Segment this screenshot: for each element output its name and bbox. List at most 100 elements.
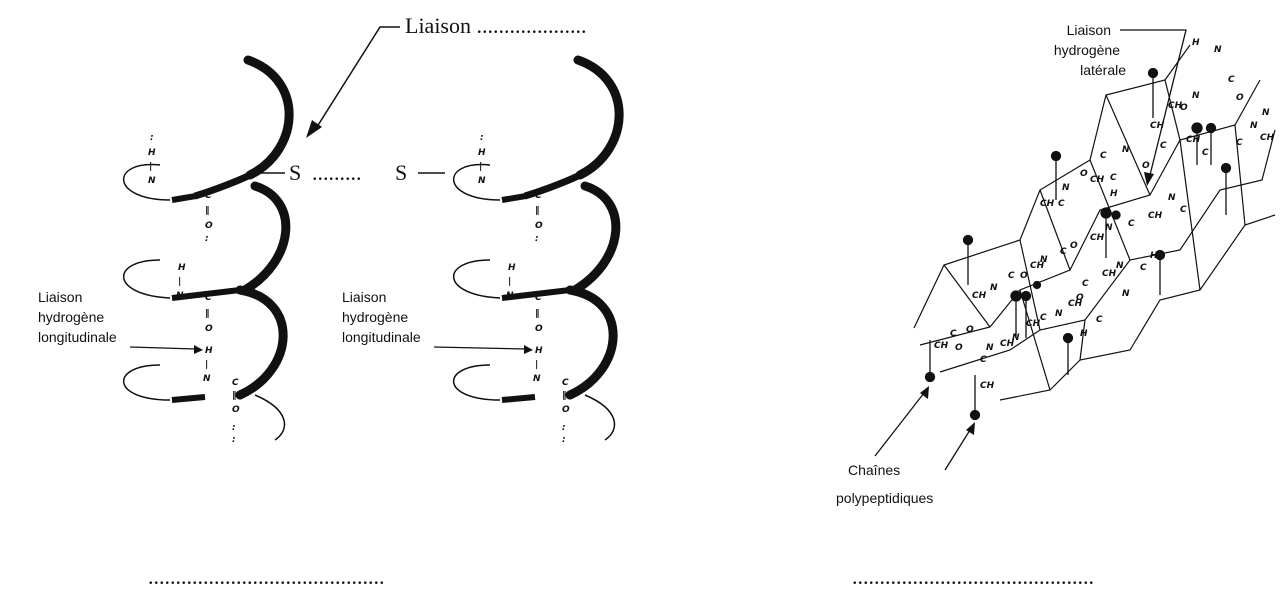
svg-text:hydrogène: hydrogène (342, 309, 408, 325)
svg-text:|: | (508, 277, 511, 287)
svg-text:‖: ‖ (205, 309, 210, 319)
svg-text:O: O (535, 324, 543, 334)
svg-text:C: C (1202, 148, 1209, 158)
svg-text:N: N (1055, 309, 1063, 319)
svg-text:C: C (1160, 141, 1167, 151)
side-chains (924, 67, 1232, 421)
svg-text:O: O (1070, 241, 1078, 251)
svg-text:O: O (205, 324, 213, 334)
svg-text:CH: CH (1000, 339, 1015, 349)
svg-text:H: H (1080, 329, 1088, 339)
svg-text:polypeptidiques: polypeptidiques (836, 490, 933, 506)
svg-text::: : (232, 423, 236, 433)
svg-text:|: | (149, 162, 152, 172)
svg-text:O: O (535, 221, 543, 231)
svg-text:C: C (1228, 75, 1235, 85)
alpha-helix-2: : H | N C ‖ O : H | N C ‖ O H | N C ‖ O … (452, 55, 624, 445)
svg-text:O: O (205, 221, 213, 231)
svg-text:hydrogène: hydrogène (38, 309, 104, 325)
svg-text:N: N (1250, 121, 1258, 131)
svg-text:CH: CH (1260, 133, 1275, 143)
svg-text:H: H (478, 148, 486, 158)
svg-text::: : (480, 133, 484, 143)
disulfide-pointer-arrowhead (306, 120, 322, 138)
svg-text:H: H (1192, 38, 1200, 48)
svg-text:N: N (1062, 183, 1070, 193)
polypeptide-chains-label: Chaînes polypeptidiques (836, 386, 975, 506)
svg-text:C: C (232, 378, 239, 388)
svg-text::: : (562, 423, 566, 433)
svg-text:C: C (1082, 279, 1089, 289)
svg-text:CH: CH (1090, 175, 1105, 185)
svg-text:CH: CH (1040, 199, 1055, 209)
svg-text:O: O (562, 405, 570, 415)
svg-text:N: N (1105, 223, 1113, 233)
svg-text:H: H (535, 346, 543, 356)
svg-text:longitudinale: longitudinale (38, 329, 117, 345)
sulfur-atom-right: S (395, 160, 407, 185)
svg-text:C: C (1040, 313, 1047, 323)
svg-text:N: N (478, 176, 486, 186)
svg-text:C: C (1060, 247, 1067, 257)
svg-text:N: N (1012, 333, 1020, 343)
svg-text:N: N (533, 374, 541, 384)
svg-text:C: C (1236, 138, 1243, 148)
svg-text:CH: CH (1026, 319, 1041, 329)
svg-text:hydrogène: hydrogène (1054, 42, 1120, 58)
svg-text:N: N (1262, 108, 1270, 118)
svg-text:CH: CH (1102, 269, 1117, 279)
svg-text:CH: CH (1150, 121, 1165, 131)
svg-text:C: C (1110, 173, 1117, 183)
svg-text::: : (150, 133, 154, 143)
svg-text:CH: CH (1030, 261, 1045, 271)
svg-text::: : (535, 234, 539, 244)
svg-text:longitudinale: longitudinale (342, 329, 421, 345)
svg-text:N: N (1116, 261, 1124, 271)
svg-text:O: O (1076, 293, 1084, 303)
svg-text:C: C (980, 355, 987, 365)
svg-text:CH: CH (980, 381, 995, 391)
svg-text:CH: CH (934, 341, 949, 351)
svg-text:N: N (203, 374, 211, 384)
svg-text:Chaînes: Chaînes (848, 462, 900, 478)
svg-text:C: C (205, 191, 212, 201)
svg-text:‖: ‖ (535, 309, 540, 319)
svg-text:CH: CH (1090, 233, 1105, 243)
svg-text:H: H (178, 263, 186, 273)
svg-text:O: O (1236, 93, 1244, 103)
svg-text:H: H (1150, 251, 1158, 261)
disulfide-bond-label: Liaison .................... (405, 13, 587, 38)
svg-text:Liaison: Liaison (38, 289, 82, 305)
svg-text:N: N (1122, 145, 1130, 155)
left-figure: Liaison .................... : H | N C ‖… (38, 13, 624, 589)
svg-text:O: O (955, 343, 963, 353)
hydrogen-bond-label-1: Liaison hydrogène longitudinale (38, 289, 203, 354)
svg-text:C: C (205, 293, 212, 303)
svg-text:|: | (205, 360, 208, 370)
svg-text:C: C (1128, 219, 1135, 229)
svg-text:|: | (178, 277, 181, 287)
svg-text:N: N (1040, 255, 1048, 265)
svg-text:latérale: latérale (1080, 62, 1126, 78)
svg-text:CH: CH (1148, 211, 1163, 221)
svg-text:H: H (148, 148, 156, 158)
svg-text:|: | (535, 360, 538, 370)
svg-text:H: H (508, 263, 516, 273)
svg-text::: : (232, 435, 236, 445)
svg-text:H: H (205, 346, 213, 356)
svg-text:N: N (986, 343, 994, 353)
svg-text:N: N (1168, 193, 1176, 203)
svg-text:CH: CH (1068, 299, 1083, 309)
svg-text:C: C (562, 378, 569, 388)
svg-text:‖: ‖ (232, 391, 237, 401)
svg-text:O: O (966, 325, 974, 335)
svg-text:C: C (1140, 263, 1147, 273)
svg-text:CH: CH (972, 291, 987, 301)
lateral-hydrogen-bond-label: Liaison hydrogène latérale (1054, 22, 1187, 186)
svg-text:N: N (1122, 289, 1130, 299)
right-figure: HN CO NCH OCH NCH CO CHC CN NC OCH CH NC… (836, 22, 1276, 589)
svg-text::: : (562, 435, 566, 445)
disulfide-dots: ......... (312, 160, 362, 185)
svg-text:Liaison: Liaison (342, 289, 386, 305)
hydrogen-bond-label-2: Liaison hydrogène longitudinale (342, 289, 533, 354)
